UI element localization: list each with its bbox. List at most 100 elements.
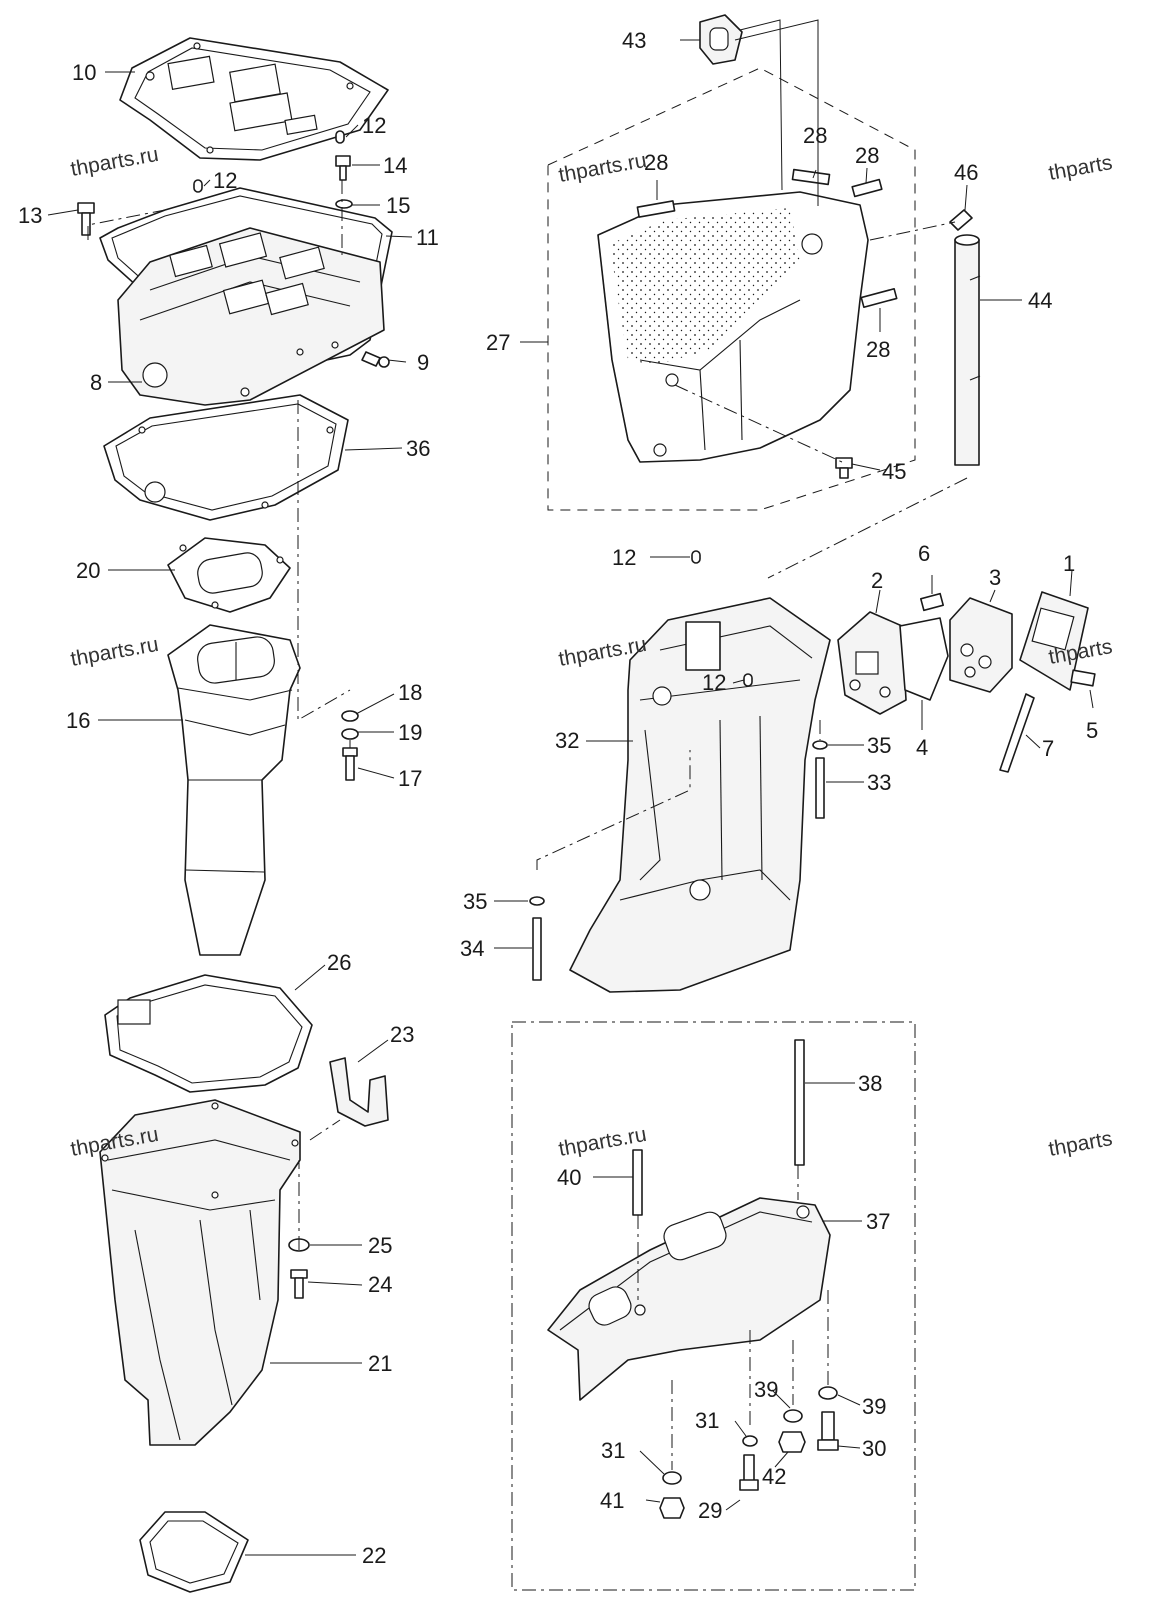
callout-15: 15 [386,193,410,218]
callout-20: 20 [76,558,100,583]
part-23-rubber-bracket [329,1057,389,1127]
callout-18: 18 [398,680,422,705]
callout-39: 39 [862,1394,886,1419]
callout-32: 32 [555,728,579,753]
part-37-lower-housing [547,1197,831,1401]
part-17-bolt [342,747,358,781]
callout-12: 12 [213,168,237,193]
part-27-apron-group [547,67,916,511]
callout-22: 22 [362,1543,386,1568]
part-1-cover-plate [1019,591,1089,691]
callout-44: 44 [1028,288,1052,313]
part-43-grommet [699,14,743,65]
part-7-tube [999,693,1035,773]
part-22-gasket [139,1511,249,1593]
callout-8: 8 [90,370,102,395]
part-4-gasket [899,617,949,701]
callout-27: 27 [486,330,510,355]
part-2-water-pump [837,611,907,715]
part-15-washer [335,199,353,209]
part-12-pin-left-b [193,179,203,193]
callout-41: 41 [600,1488,624,1513]
callout-labels: 10 12 14 12 15 13 11 9 8 36 20 18 16 19 … [18,28,1098,1568]
part-28-rubber-strips [636,168,898,309]
part-12-pin-left-a [335,130,345,144]
watermark-text: thparts.ru [69,633,160,671]
part-12-pin-right-b [743,673,753,687]
callout-30: 30 [862,1436,886,1461]
callout-43: 43 [622,28,646,53]
callout-17: 17 [398,766,422,791]
part-34-bolt [532,917,542,981]
part-10-upper-gasket [119,37,389,161]
callout-4: 4 [916,735,928,760]
watermark-text: thparts [1047,151,1114,185]
part-32-driveshaft-housing [569,597,831,993]
callout-33: 33 [867,770,891,795]
callout-13: 13 [18,203,42,228]
part-24-bolt [290,1269,308,1299]
callout-7: 7 [1042,736,1054,761]
callout-26: 26 [327,950,351,975]
callout-14: 14 [383,153,407,178]
watermark-text: thparts [1047,1127,1114,1161]
part-3-cover [949,597,1013,693]
part-13-bolt [77,202,95,236]
callout-12: 12 [612,545,636,570]
leader-lines [47,19,1094,1556]
callout-38: 38 [858,1071,882,1096]
part-18-washer [341,710,359,722]
callout-12: 12 [702,670,726,695]
part-45-bolt [835,457,853,479]
callout-31: 31 [695,1408,719,1433]
callout-42: 42 [762,1464,786,1489]
callout-28: 28 [866,337,890,362]
callout-2: 2 [871,568,883,593]
callout-12: 12 [362,113,386,138]
part-38-stud [794,1039,805,1166]
part-12-pin-right-a [691,550,701,564]
part-20-gasket [167,537,291,613]
callout-1: 1 [1063,551,1075,576]
part-9-bolt [361,351,390,368]
part-46-screw [949,209,973,231]
callout-34: 34 [460,936,484,961]
part-33-bolt [815,757,825,819]
part-6-bolt [919,592,945,612]
callout-28: 28 [803,123,827,148]
part-8-exhaust-guide [117,227,385,406]
part-19-washer [341,728,359,740]
callout-37: 37 [866,1209,890,1234]
callout-9: 9 [417,350,429,375]
callout-39: 39 [754,1377,778,1402]
part-16-exhaust-pipe [167,624,301,956]
callout-28: 28 [855,143,879,168]
callout-24: 24 [368,1272,392,1297]
watermark-text: thparts.ru [69,143,160,181]
callout-29: 29 [698,1498,722,1523]
callout-5: 5 [1086,718,1098,743]
part-26-gasket [104,974,313,1093]
callout-28: 28 [644,150,668,175]
part-44-tube [954,234,981,466]
part-14-bolt [335,155,351,181]
callout-19: 19 [398,720,422,745]
callout-10: 10 [72,60,96,85]
callout-21: 21 [368,1351,392,1376]
callout-46: 46 [954,160,978,185]
callout-40: 40 [557,1165,581,1190]
callout-31: 31 [601,1438,625,1463]
callout-6: 6 [918,541,930,566]
lower-fasteners [659,1386,839,1519]
callout-35: 35 [867,733,891,758]
part-21-upper-case [99,1099,301,1446]
callout-16: 16 [66,708,90,733]
callout-45: 45 [882,459,906,484]
callout-35: 35 [463,889,487,914]
callout-36: 36 [406,436,430,461]
callout-3: 3 [989,565,1001,590]
callout-11: 11 [416,225,439,250]
part-36-gasket [103,394,349,521]
part-35-washers [529,740,828,906]
